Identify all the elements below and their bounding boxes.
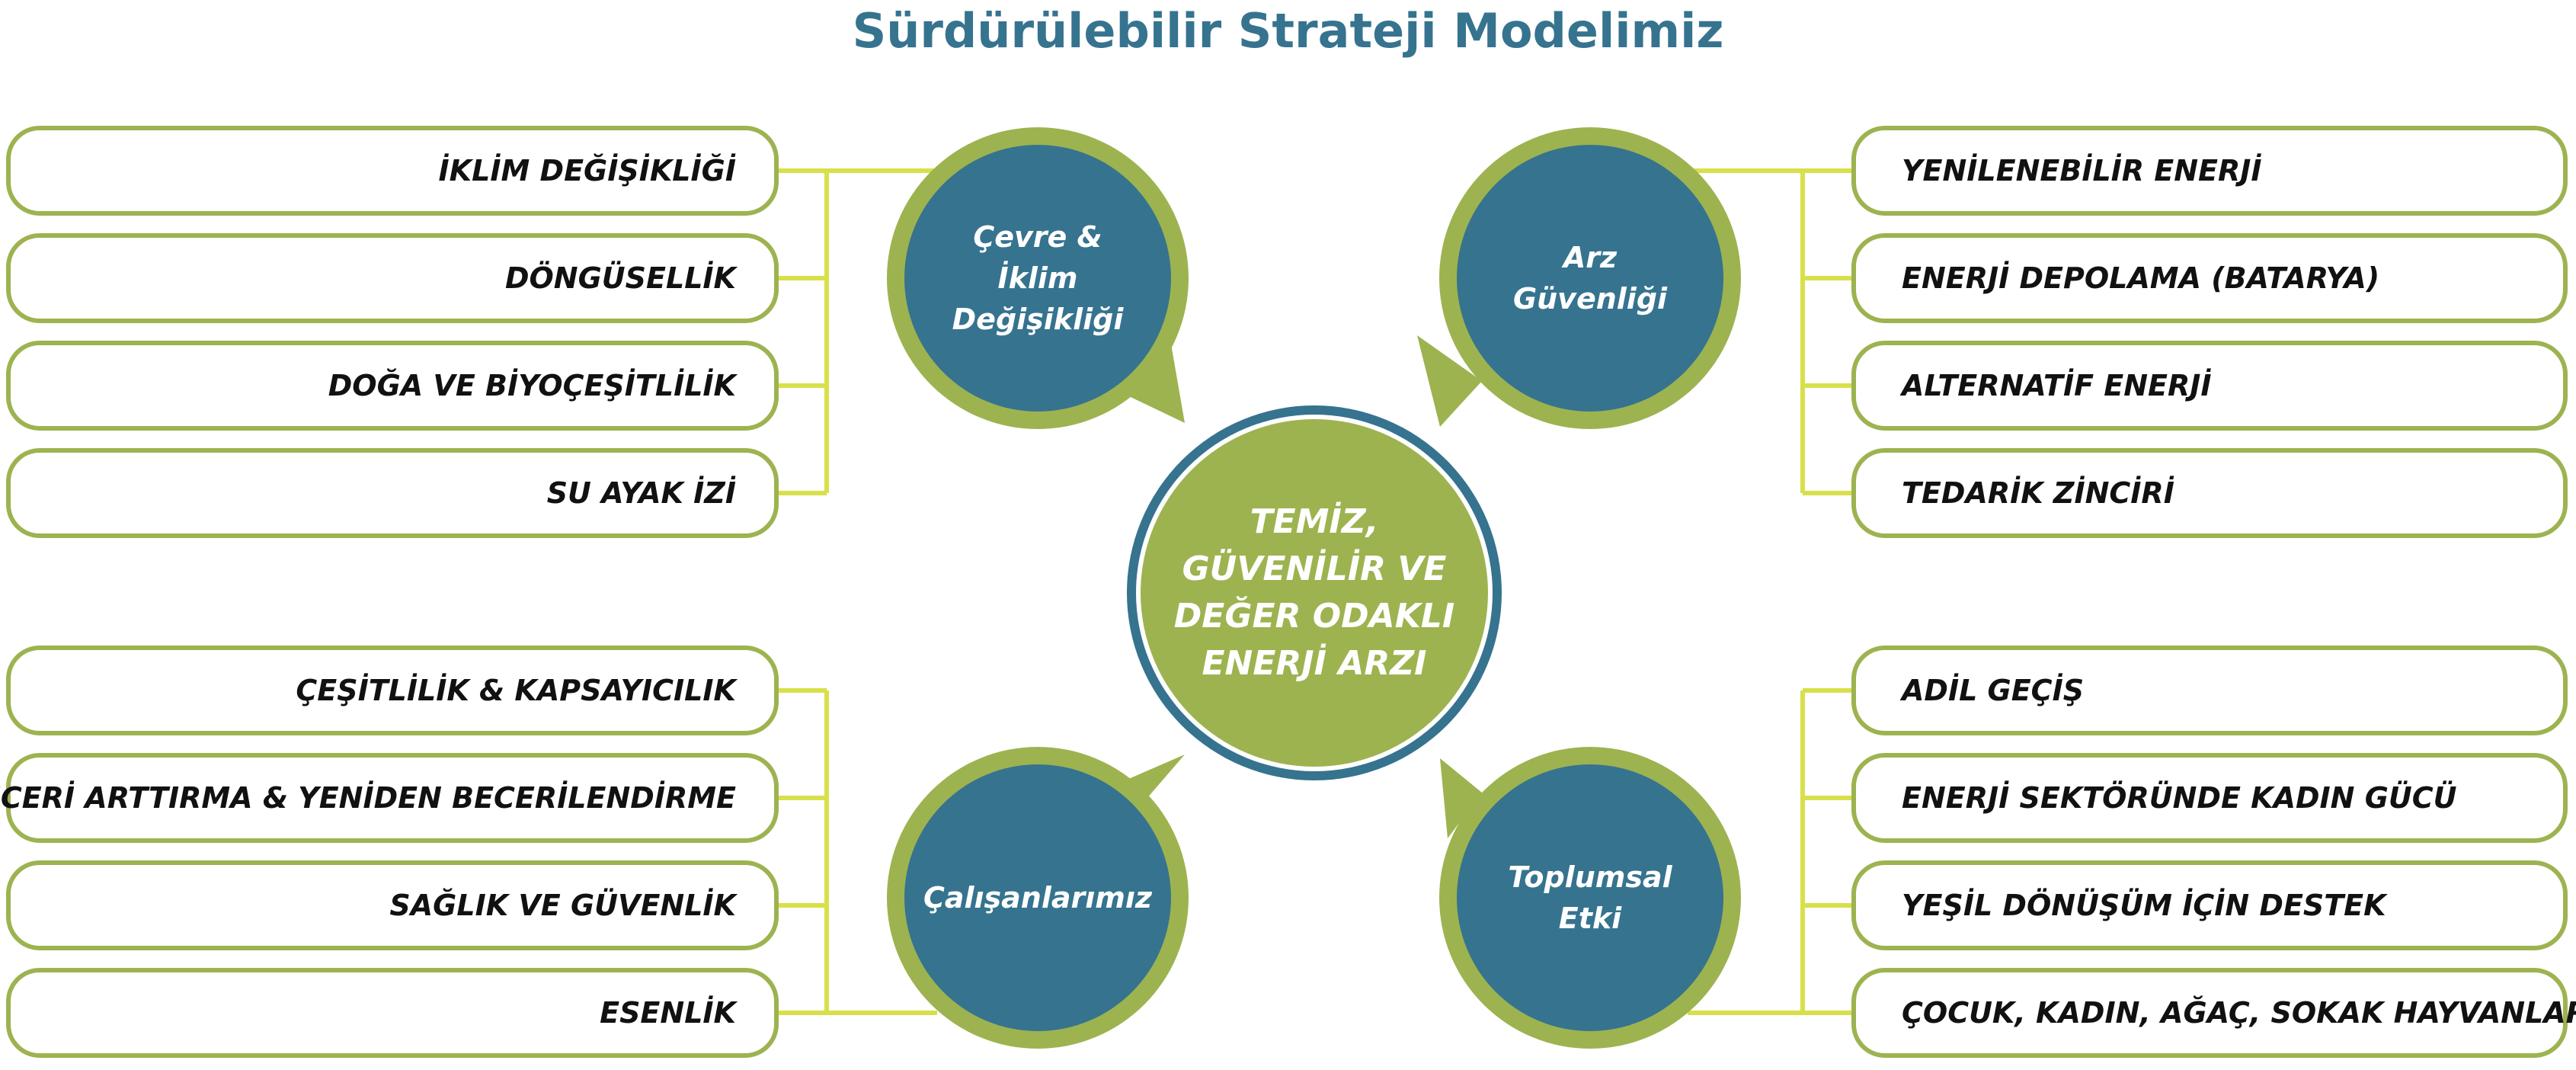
item-label: DÖNGÜSELLİK: [504, 261, 736, 295]
bubble-text: Toplumsal Etki: [1508, 860, 1672, 935]
bubble-toplumsal: [1457, 764, 1723, 1031]
item-toplumsal-2: ENERJİ SEKTÖRÜNDE KADIN GÜCÜ: [1851, 753, 2568, 843]
item-label: ÇOCUK, KADIN, AĞAÇ, SOKAK HAYVANLARI: [1902, 996, 2576, 1030]
item-cevre-1: İKLİM DEĞİŞİKLİĞİ: [6, 126, 779, 216]
item-cevre-3: DOĞA VE BİYOÇEŞİTLİLİK: [6, 341, 779, 431]
bubble-text: Arz Güvenliği: [1512, 241, 1668, 316]
diagram-title: Sürdürülebilir Strateji Modelimiz: [852, 3, 1724, 59]
item-arz-1: YENİLENEBİLİR ENERJİ: [1851, 126, 2568, 216]
item-label: TEDARİK ZİNCİRİ: [1902, 476, 2174, 510]
bubble-label-cevre: Çevre & İklim Değişikliği: [904, 145, 1171, 412]
bubble-calisanlar: [904, 764, 1171, 1031]
item-calisanlar-3: SAĞLIK VE GÜVENLİK: [6, 860, 779, 950]
center-text: TEMİZ, GÜVENİLİR VE DEĞER ODAKLI ENERJİ …: [1173, 502, 1455, 683]
item-label: SAĞLIK VE GÜVENLİK: [389, 889, 736, 922]
item-label: ALTERNATİF ENERJİ: [1902, 369, 2212, 402]
bubble-text: Çalışanlarımız: [923, 881, 1153, 915]
item-toplumsal-1: ADİL GEÇİŞ: [1851, 646, 2568, 735]
item-label: ADİL GEÇİŞ: [1902, 674, 2085, 707]
item-cevre-4: SU AYAK İZİ: [6, 448, 779, 538]
item-calisanlar-4: ESENLİK: [6, 968, 779, 1058]
item-label: SU AYAK İZİ: [546, 476, 736, 510]
item-cevre-2: DÖNGÜSELLİK: [6, 233, 779, 323]
bubble-text: Çevre & İklim Değişikliği: [952, 220, 1124, 336]
item-label: ENERJİ DEPOLAMA (BATARYA): [1902, 261, 2380, 295]
connector-group-toplumsal: [1688, 688, 1851, 1015]
item-label: YEŞİL DÖNÜŞÜM İÇİN DESTEK: [1902, 889, 2386, 922]
item-label: ESENLİK: [600, 996, 736, 1030]
item-arz-4: TEDARİK ZİNCİRİ: [1851, 448, 2568, 538]
item-label: DOĞA VE BİYOÇEŞİTLİLİK: [328, 369, 736, 402]
tail-toplumsal: [1440, 758, 1482, 838]
bubble-cevre: [904, 145, 1171, 412]
item-label: ÇEŞİTLİLİK & KAPSAYICILIK: [296, 674, 736, 707]
item-label: YENİLENEBİLİR ENERJİ: [1902, 154, 2262, 187]
item-calisanlar-1: ÇEŞİTLİLİK & KAPSAYICILIK: [6, 646, 779, 735]
item-toplumsal-4: ÇOCUK, KADIN, AĞAÇ, SOKAK HAYVANLARI: [1851, 968, 2576, 1058]
bubble-label-toplumsal: Toplumsal Etki: [1457, 764, 1723, 1031]
item-arz-2: ENERJİ DEPOLAMA (BATARYA): [1851, 233, 2568, 323]
connector-group-cevre: [779, 168, 937, 495]
item-label: ENERJİ SEKTÖRÜNDE KADIN GÜCÜ: [1902, 781, 2457, 815]
bubble-label-calisanlar: Çalışanlarımız: [904, 764, 1171, 1031]
item-toplumsal-3: YEŞİL DÖNÜŞÜM İÇİN DESTEK: [1851, 860, 2568, 950]
center-circle: [1141, 419, 1488, 767]
center-label: TEMİZ, GÜVENİLİR VE DEĞER ODAKLI ENERJİ …: [1147, 425, 1482, 761]
bubble-arz: [1457, 145, 1723, 412]
item-label: İKLİM DEĞİŞİKLİĞİ: [438, 154, 736, 187]
connector-group-calisanlar: [779, 688, 937, 1015]
tail-arz: [1417, 335, 1482, 427]
connector-group-arz: [1688, 168, 1851, 495]
item-label: BECERİ ARTTIRMA & YENİDEN BECERİLENDİRME: [0, 781, 736, 815]
item-arz-3: ALTERNATİF ENERJİ: [1851, 341, 2568, 431]
bubble-label-arz: Arz Güvenliği: [1457, 145, 1723, 412]
item-calisanlar-2: BECERİ ARTTIRMA & YENİDEN BECERİLENDİRME: [0, 753, 779, 843]
